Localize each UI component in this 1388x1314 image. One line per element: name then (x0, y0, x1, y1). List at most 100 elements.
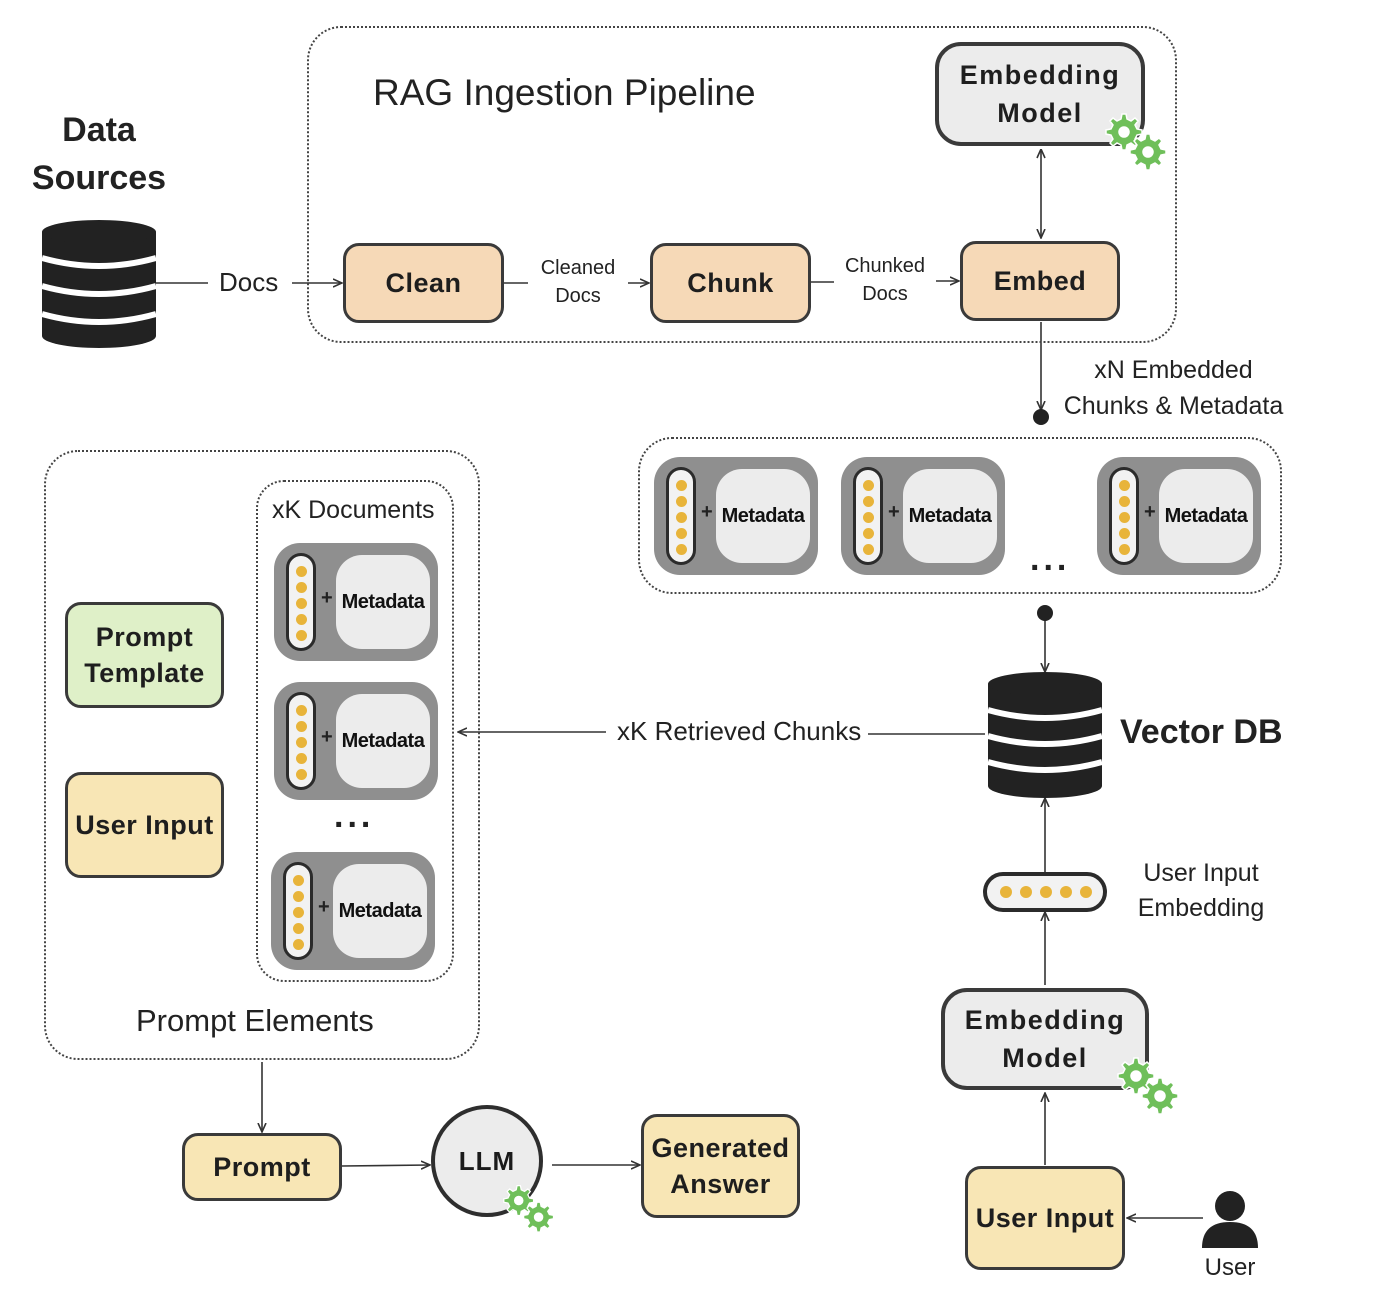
embedding-model-label: Embedding Model (959, 60, 1121, 128)
vector-dot (1040, 886, 1052, 898)
vector-dot (863, 528, 874, 539)
database-icon (41, 220, 157, 348)
embedded-chunks-store (638, 437, 1282, 594)
vector-dot (863, 480, 874, 491)
vector-dot (1000, 886, 1012, 898)
vector-dot (296, 598, 307, 609)
metadata-label: Metadata (336, 555, 430, 649)
vector-dot (293, 923, 304, 934)
document-card: +Metadata (271, 852, 435, 970)
embedding-vector-icon (286, 692, 316, 790)
vector-dot (293, 939, 304, 950)
user-input-embedding-label: User Input Embedding (1137, 859, 1265, 922)
plus-icon: + (321, 587, 333, 609)
plus-icon: + (888, 501, 900, 523)
ingestion-pipeline-group (307, 26, 1177, 343)
vector-dot (863, 512, 874, 523)
prompt-template-label: Prompt Template (84, 622, 205, 688)
cleaned-docs-label: Cleaned Docs (540, 257, 616, 307)
retrieved-chunks-label: xK Retrieved Chunks (617, 716, 862, 746)
chunk-label: Chunk (687, 268, 774, 298)
docs-label: Docs (219, 267, 279, 297)
embedding-model-label: Embedding Model (964, 1005, 1126, 1073)
vector-db-icon (987, 672, 1103, 798)
vector-dot (676, 512, 687, 523)
vector-dot (1119, 528, 1130, 539)
gear-icon (503, 1185, 554, 1232)
embedding-model-query: Embedding Model (941, 988, 1149, 1090)
gear-icon (1105, 113, 1166, 170)
user-input-element-label: User Input (75, 810, 214, 840)
vector-dot (1119, 496, 1130, 507)
data-sources-title: Data Sources (31, 111, 167, 197)
embedding-vector-icon (286, 553, 316, 651)
vector-dot (676, 528, 687, 539)
vector-dot (296, 737, 307, 748)
clean-step: Clean (343, 243, 504, 323)
user-icon (1202, 1191, 1258, 1248)
chunk-card: +Metadata (654, 457, 818, 575)
generated-answer-box: Generated Answer (641, 1114, 800, 1218)
chunked-docs-label: Chunked Docs (844, 255, 926, 305)
vector-dot (1119, 544, 1130, 555)
metadata-label: Metadata (1159, 469, 1253, 563)
plus-icon: + (321, 726, 333, 748)
vector-dot (676, 496, 687, 507)
prompt-elements-group (44, 450, 480, 1060)
junction-dot (1033, 409, 1049, 425)
ellipsis: ... (334, 797, 375, 835)
vector-dot (863, 496, 874, 507)
ingestion-pipeline-title: RAG Ingestion Pipeline (373, 72, 756, 113)
embed-label: Embed (993, 266, 1087, 296)
metadata-label: Metadata (336, 694, 430, 788)
prompt-box: Prompt (182, 1133, 342, 1201)
chunk-card: +Metadata (841, 457, 1005, 575)
prompt-elements-title: Prompt Elements (136, 1003, 374, 1038)
plus-icon: + (318, 896, 330, 918)
generated-answer-label: Generated Answer (651, 1133, 790, 1199)
chunk-card: +Metadata (1097, 457, 1261, 575)
vector-dot (293, 907, 304, 918)
vector-dot (1119, 480, 1130, 491)
chunk-step: Chunk (650, 243, 811, 323)
embedding-vector-icon (283, 862, 313, 960)
user-input-label: User Input (975, 1203, 1115, 1233)
user-input-embedding-vector (983, 872, 1107, 912)
vector-dot (293, 875, 304, 886)
embedding-vector-icon (853, 467, 883, 565)
user-input-query-box: User Input (965, 1166, 1125, 1270)
vector-dot (296, 630, 307, 641)
ellipsis: ... (1030, 540, 1071, 578)
vector-dot (1020, 886, 1032, 898)
edge-prompt-llm (341, 1165, 430, 1166)
vector-dot (676, 544, 687, 555)
vector-dot (296, 769, 307, 780)
documents-label: xK Documents (272, 496, 435, 524)
embedding-vector-icon (1109, 467, 1139, 565)
vector-dot (296, 753, 307, 764)
vector-dot (1080, 886, 1092, 898)
plus-icon: + (701, 501, 713, 523)
user-input-element-box: User Input (65, 772, 224, 878)
prompt-label: Prompt (213, 1152, 311, 1182)
vector-dot (296, 566, 307, 577)
vector-dot (296, 582, 307, 593)
vector-dot (296, 614, 307, 625)
embed-step: Embed (960, 241, 1120, 321)
vector-dot (296, 721, 307, 732)
metadata-label: Metadata (903, 469, 997, 563)
llm-label: LLM (458, 1145, 516, 1176)
vector-dot (676, 480, 687, 491)
embedded-chunks-label: xN Embedded Chunks & Metadata (1063, 356, 1284, 420)
vector-db-label: Vector DB (1120, 713, 1283, 751)
vector-dot (293, 891, 304, 902)
metadata-label: Metadata (333, 864, 427, 958)
vector-dot (863, 544, 874, 555)
junction-dot (1037, 605, 1053, 621)
document-card: +Metadata (274, 682, 438, 800)
documents-group (256, 480, 454, 982)
vector-dot (1060, 886, 1072, 898)
metadata-label: Metadata (716, 469, 810, 563)
